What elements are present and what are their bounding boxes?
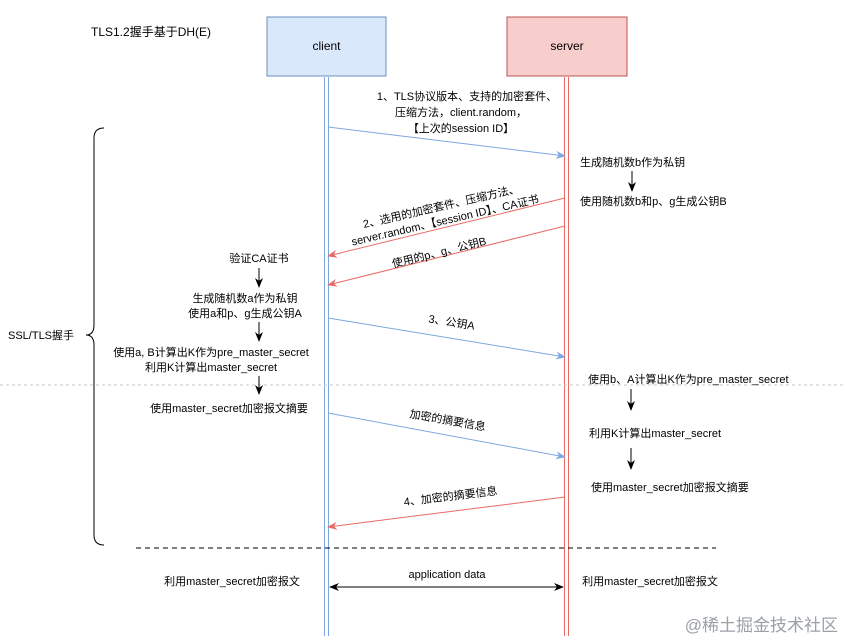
message-4-text: 4、加密的摘要信息 bbox=[403, 483, 498, 508]
server-label: server bbox=[550, 39, 583, 53]
server-step-6: 利用master_secret加密报文 bbox=[582, 574, 718, 588]
watermark: @稀土掘金技术社区 bbox=[685, 616, 838, 635]
message-2b-text: 使用的p、g、公钥B bbox=[390, 234, 487, 271]
diagram-title: TLS1.2握手基于DH(E) bbox=[91, 24, 211, 39]
client-step-1: 验证CA证书 bbox=[229, 251, 288, 265]
client-lifeline bbox=[324, 77, 329, 636]
client-step-2-line-1: 生成随机数a作为私钥 bbox=[192, 291, 297, 305]
server-actor: server bbox=[506, 16, 628, 77]
message-digest-text: 加密的摘要信息 bbox=[409, 406, 487, 433]
server-step-2: 使用随机数b和p、g生成公钥B bbox=[580, 194, 727, 208]
message-1-line-2: 压缩方法，client.random， bbox=[395, 105, 527, 119]
message-1: 1、TLS协议版本、支持的加密套件、 压缩方法，client.random， 【… bbox=[327, 89, 566, 159]
brace-label: SSL/TLS握手 bbox=[8, 328, 74, 342]
server-step-3: 使用b、A计算出K作为pre_master_secret bbox=[588, 372, 789, 386]
application-data-label: application data bbox=[408, 569, 486, 581]
message-3: 3、公钥A bbox=[327, 312, 566, 360]
message-4: 4、加密的摘要信息 bbox=[327, 483, 566, 530]
message-1-line-3: 【上次的session ID】 bbox=[408, 121, 514, 135]
server-step-1: 生成随机数b作为私钥 bbox=[580, 155, 685, 169]
client-step-2-line-2: 使用a和p、g生成公钥A bbox=[188, 306, 302, 320]
server-step-5: 使用master_secret加密报文摘要 bbox=[591, 480, 749, 494]
client-actor: client bbox=[266, 16, 387, 77]
handshake-brace bbox=[85, 127, 105, 546]
client-step-3-line-1: 使用a, B计算出K作为pre_master_secret bbox=[113, 345, 309, 359]
message-1-line-1: 1、TLS协议版本、支持的加密套件、 bbox=[377, 89, 557, 103]
server-lifeline bbox=[564, 77, 569, 636]
message-3-text: 3、公钥A bbox=[428, 312, 477, 333]
client-step-3-line-2: 利用K计算出master_secret bbox=[145, 360, 277, 374]
message-digest: 加密的摘要信息 bbox=[327, 406, 566, 460]
client-label: client bbox=[312, 39, 341, 53]
client-step-5: 利用master_secret加密报文 bbox=[164, 574, 300, 588]
client-step-4: 使用master_secret加密报文摘要 bbox=[150, 401, 308, 415]
server-step-4: 利用K计算出master_secret bbox=[589, 426, 721, 440]
